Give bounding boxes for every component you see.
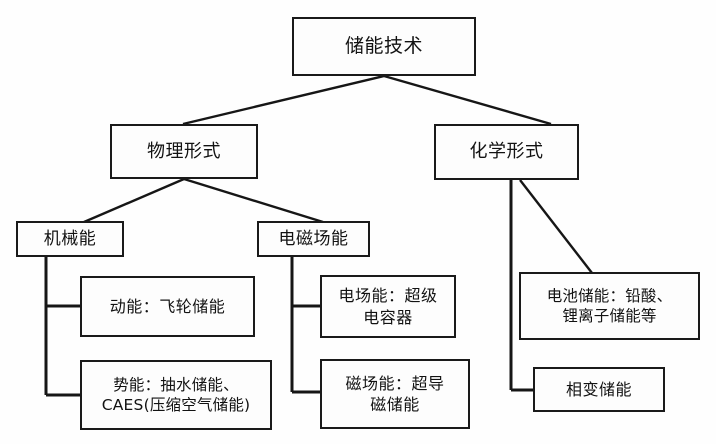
node-root-label: 储能技术	[344, 34, 423, 57]
edge-root-physical	[182, 74, 385, 126]
node-chemical-form[interactable]: 化学形式	[434, 124, 579, 180]
node-chemical-form-label: 化学形式	[469, 141, 544, 163]
node-magnetic-field-smes-label: 磁场能：超导 磁储能	[345, 373, 445, 414]
edge-physical-electromagnetic	[183, 177, 324, 224]
node-electromagnetic-energy[interactable]: 电磁场能	[257, 221, 370, 257]
node-mechanical-energy-label: 机械能	[43, 228, 97, 249]
edge-physical-mechanical	[83, 177, 185, 224]
node-battery-storage[interactable]: 电池储能：铅酸、 锂离子储能等	[519, 272, 700, 340]
node-phase-change-storage[interactable]: 相变储能	[533, 367, 665, 412]
node-root[interactable]: 储能技术	[292, 17, 476, 76]
edge-chemical-battery	[519, 179, 593, 274]
node-magnetic-field-smes[interactable]: 磁场能：超导 磁储能	[320, 359, 470, 429]
node-kinetic-flywheel[interactable]: 动能：飞轮储能	[80, 276, 255, 337]
node-electric-field-supercapacitor-label: 电场能：超级 电容器	[338, 286, 438, 327]
node-mechanical-energy[interactable]: 机械能	[16, 221, 124, 257]
node-battery-storage-label: 电池储能：铅酸、 锂离子储能等	[546, 286, 673, 325]
node-electric-field-supercapacitor[interactable]: 电场能：超级 电容器	[320, 275, 456, 338]
node-phase-change-storage-label: 相变储能	[565, 379, 632, 399]
node-physical-form-label: 物理形式	[147, 140, 221, 162]
node-electromagnetic-energy-label: 电磁场能	[278, 228, 349, 249]
node-physical-form[interactable]: 物理形式	[110, 124, 258, 179]
node-potential-pumped-caes-label: 势能：抽水储能、 CAES(压缩空气储能)	[101, 375, 251, 414]
node-potential-pumped-caes[interactable]: 势能：抽水储能、 CAES(压缩空气储能)	[80, 360, 272, 430]
edge-root-chemical	[383, 74, 552, 126]
node-kinetic-flywheel-label: 动能：飞轮储能	[109, 296, 226, 316]
